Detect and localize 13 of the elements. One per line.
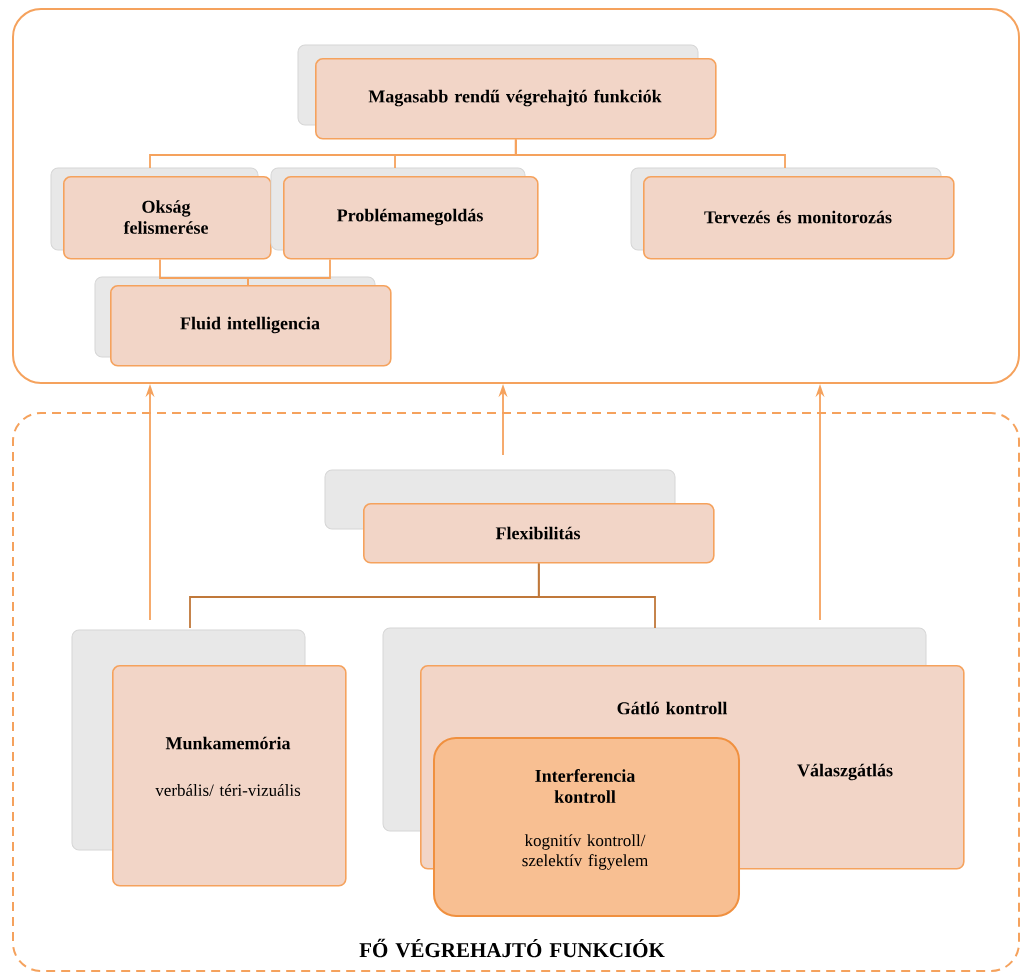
connector-line	[537, 562, 656, 629]
connector-line	[247, 258, 331, 286]
rounded-box: Fluid intelligencia	[110, 285, 392, 367]
node-label: Válaszgátlás	[797, 763, 893, 781]
connector-line	[514, 138, 786, 169]
node-label: Gátló kontroll	[617, 701, 728, 715]
rounded-box: Okság felismerése	[63, 176, 272, 260]
rounded-box: Problémamegoldás	[283, 176, 539, 260]
rounded-box: Tervezés és monitorozás	[643, 176, 955, 260]
rounded-box: Flexibilitás	[363, 503, 715, 564]
rounded-box: Magasabb rendű végrehajtó funkciók	[315, 58, 717, 140]
rounded-box: Munkamemória verbális/ téri-vizuális	[112, 665, 347, 887]
rounded-box: Interferencia kontroll kognitív kontroll/ szelektív figyelem	[433, 737, 740, 917]
